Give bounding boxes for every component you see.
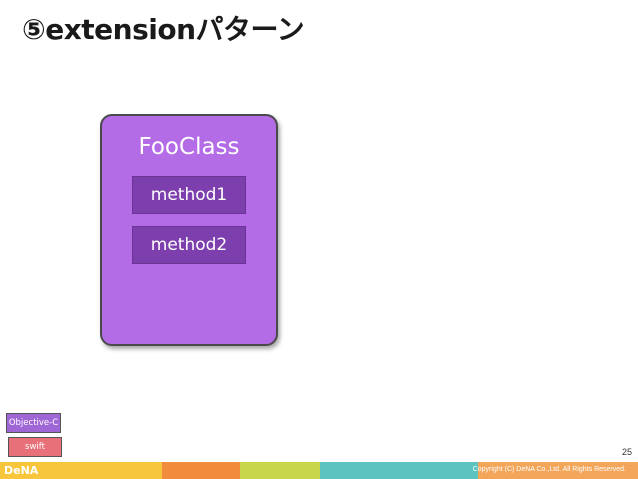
- footer-segment: [320, 462, 478, 479]
- method-box: method1: [132, 176, 246, 214]
- legend-objective-c: Objective-C: [6, 413, 61, 433]
- footer-segment: [0, 462, 162, 479]
- copyright-text: Copyright (C) DeNA Co.,Ltd. All Rights R…: [472, 466, 626, 473]
- class-name: FooClass: [138, 134, 240, 160]
- method-box: method2: [132, 226, 246, 264]
- footer-segment: [478, 462, 638, 479]
- class-box: FooClass method1 method2: [100, 114, 278, 346]
- page-number: 25: [621, 447, 632, 457]
- legend-swift: swift: [8, 437, 62, 457]
- dena-logo: DeNA: [4, 464, 39, 477]
- slide-title: ⑤extensionパターン: [22, 13, 305, 46]
- footer-bar: [0, 462, 638, 479]
- footer-segment: [162, 462, 240, 479]
- footer-segment: [240, 462, 320, 479]
